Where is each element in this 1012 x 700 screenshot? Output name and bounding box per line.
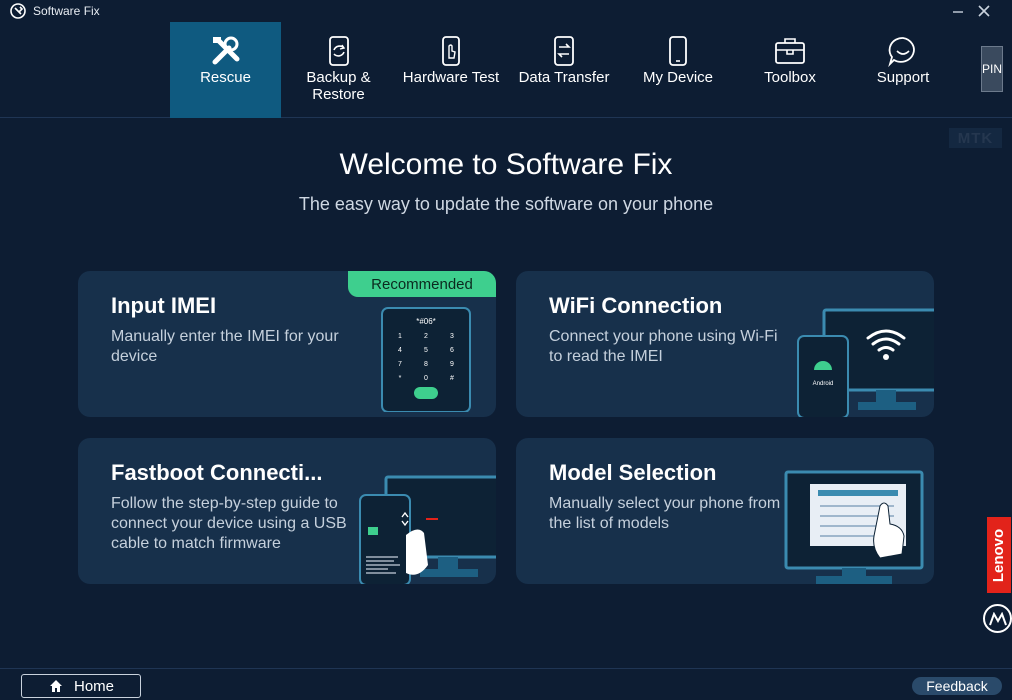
android-label: Android [813,381,834,387]
svg-text:*: * [399,375,402,382]
svg-text:4: 4 [398,347,402,354]
svg-text:2: 2 [424,333,428,340]
svg-text:1: 1 [398,333,402,340]
phone-icon [669,36,687,66]
nav-tab-rescue[interactable]: Rescue [170,22,281,118]
minimize-button[interactable] [947,1,969,21]
svg-text:3: 3 [450,333,454,340]
card-input-imei[interactable]: Input IMEI Manually enter the IMEI for y… [78,271,496,417]
title-bar: Software Fix [0,0,1012,22]
svg-text:7: 7 [398,361,402,368]
nav-label: Data Transfer [518,69,610,86]
svg-text:5: 5 [424,347,428,354]
nav-label: Support [876,69,930,86]
footer: Home Feedback [0,668,1012,700]
svg-text:8: 8 [424,361,428,368]
card-title: Model Selection [549,460,717,485]
phone-dialer-illustration: *#06* 1 2 3 4 5 6 7 8 9 * 0 # [381,307,471,412]
nav-tab-support[interactable]: Support [861,22,945,118]
card-description: Connect your phone using Wi-Fi to read t… [549,328,778,365]
fastboot-usb-illustration [359,475,496,584]
top-nav: Rescue Backup & Restore Hardware Test Da… [0,22,1012,118]
nav-tab-data-transfer[interactable]: Data Transfer [512,22,616,118]
toolbox-icon [775,38,805,64]
card-description: Manually select your phone from the list… [549,495,781,532]
svg-text:0: 0 [424,375,428,382]
card-fastboot-connection[interactable]: Fastboot Connecti... Follow the step-by-… [78,438,496,584]
feedback-button[interactable]: Feedback [912,677,1002,695]
data-transfer-icon [554,36,574,66]
hardware-test-icon [442,36,460,66]
motorola-logo-icon [983,604,1012,633]
chipset-badge: MTK [949,128,1002,148]
nav-label: Toolbox [764,69,816,86]
window-title: Software Fix [33,4,100,18]
backup-restore-icon [328,36,349,66]
dial-code-text: *#06* [416,317,436,326]
home-icon [49,680,62,692]
nav-tab-hardware-test[interactable]: Hardware Test [396,22,506,118]
minimize-icon [953,11,963,13]
nav-label: Rescue [200,69,251,86]
svg-text:6: 6 [450,347,454,354]
close-button[interactable] [973,1,995,21]
card-description: Manually enter the IMEI for your device [111,328,339,365]
chat-bubble-icon [888,37,915,68]
card-title: WiFi Connection [549,293,723,318]
svg-text:9: 9 [450,361,454,368]
svg-text:#: # [450,375,454,382]
wrench-tools-icon [212,36,239,65]
recommended-badge: Recommended [348,271,496,297]
model-list-illustration [784,470,924,584]
home-button[interactable]: Home [21,674,141,698]
pin-button[interactable]: PIN [981,46,1003,92]
home-label: Home [73,677,114,695]
nav-label: Backup & Restore [306,69,371,103]
nav-label: My Device [642,69,713,86]
close-icon [978,5,990,17]
nav-tab-toolbox[interactable]: Toolbox [748,22,832,118]
app-logo-icon [10,3,26,19]
card-title: Input IMEI [111,293,217,318]
nav-tab-backup-restore[interactable]: Backup & Restore [290,22,387,118]
wifi-monitor-illustration: Android [797,308,934,417]
nav-label: Hardware Test [402,69,500,86]
card-model-selection[interactable]: Model Selection Manually select your pho… [516,438,934,584]
nav-tab-my-device[interactable]: My Device [633,22,723,118]
lenovo-logo: Lenovo [987,517,1011,593]
card-description: Follow the step-by-step guide to connect… [111,495,347,552]
card-title: Fastboot Connecti... [111,460,323,485]
page-title: Welcome to Software Fix [339,148,673,181]
card-wifi-connection[interactable]: WiFi Connection Connect your phone using… [516,271,934,417]
page-subtitle: The easy way to update the software on y… [298,194,714,214]
